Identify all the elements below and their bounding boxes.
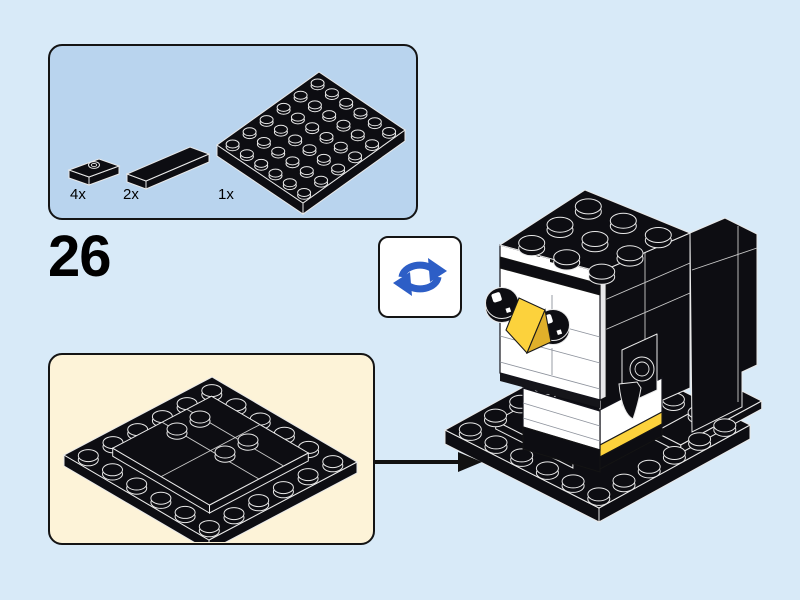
penguin-figure [485,189,758,473]
part-count-label: 2x [123,186,139,203]
part-jumper-plate-1x2 [67,158,121,186]
step-number: 26 [48,224,112,289]
head-back [689,217,758,433]
assembly-arrow [375,452,482,472]
plate-6x6-studs [225,78,397,200]
part-count-label: 4x [70,186,86,203]
body-bottom-left [522,426,601,473]
rotate-indicator [378,236,462,318]
parts-callout-box: 4x 2x 1x [48,44,418,220]
head-studs [518,198,672,285]
parts-callout-drawing [67,71,406,215]
base-subassembly [62,376,359,542]
jumper-studs [166,410,259,463]
penguin-flipper [618,333,658,420]
penguin-beak [505,297,552,355]
assembly-preview-drawing [62,376,359,542]
part-tile-1x4 [125,146,211,190]
part-plate-6x6 [216,71,406,215]
assembly-preview-box [48,353,375,545]
flipper-tip [618,381,642,420]
part-count-label: 1x [218,186,234,203]
rotate-icon [393,258,447,296]
brow-band [499,256,601,296]
model-render [443,189,763,523]
